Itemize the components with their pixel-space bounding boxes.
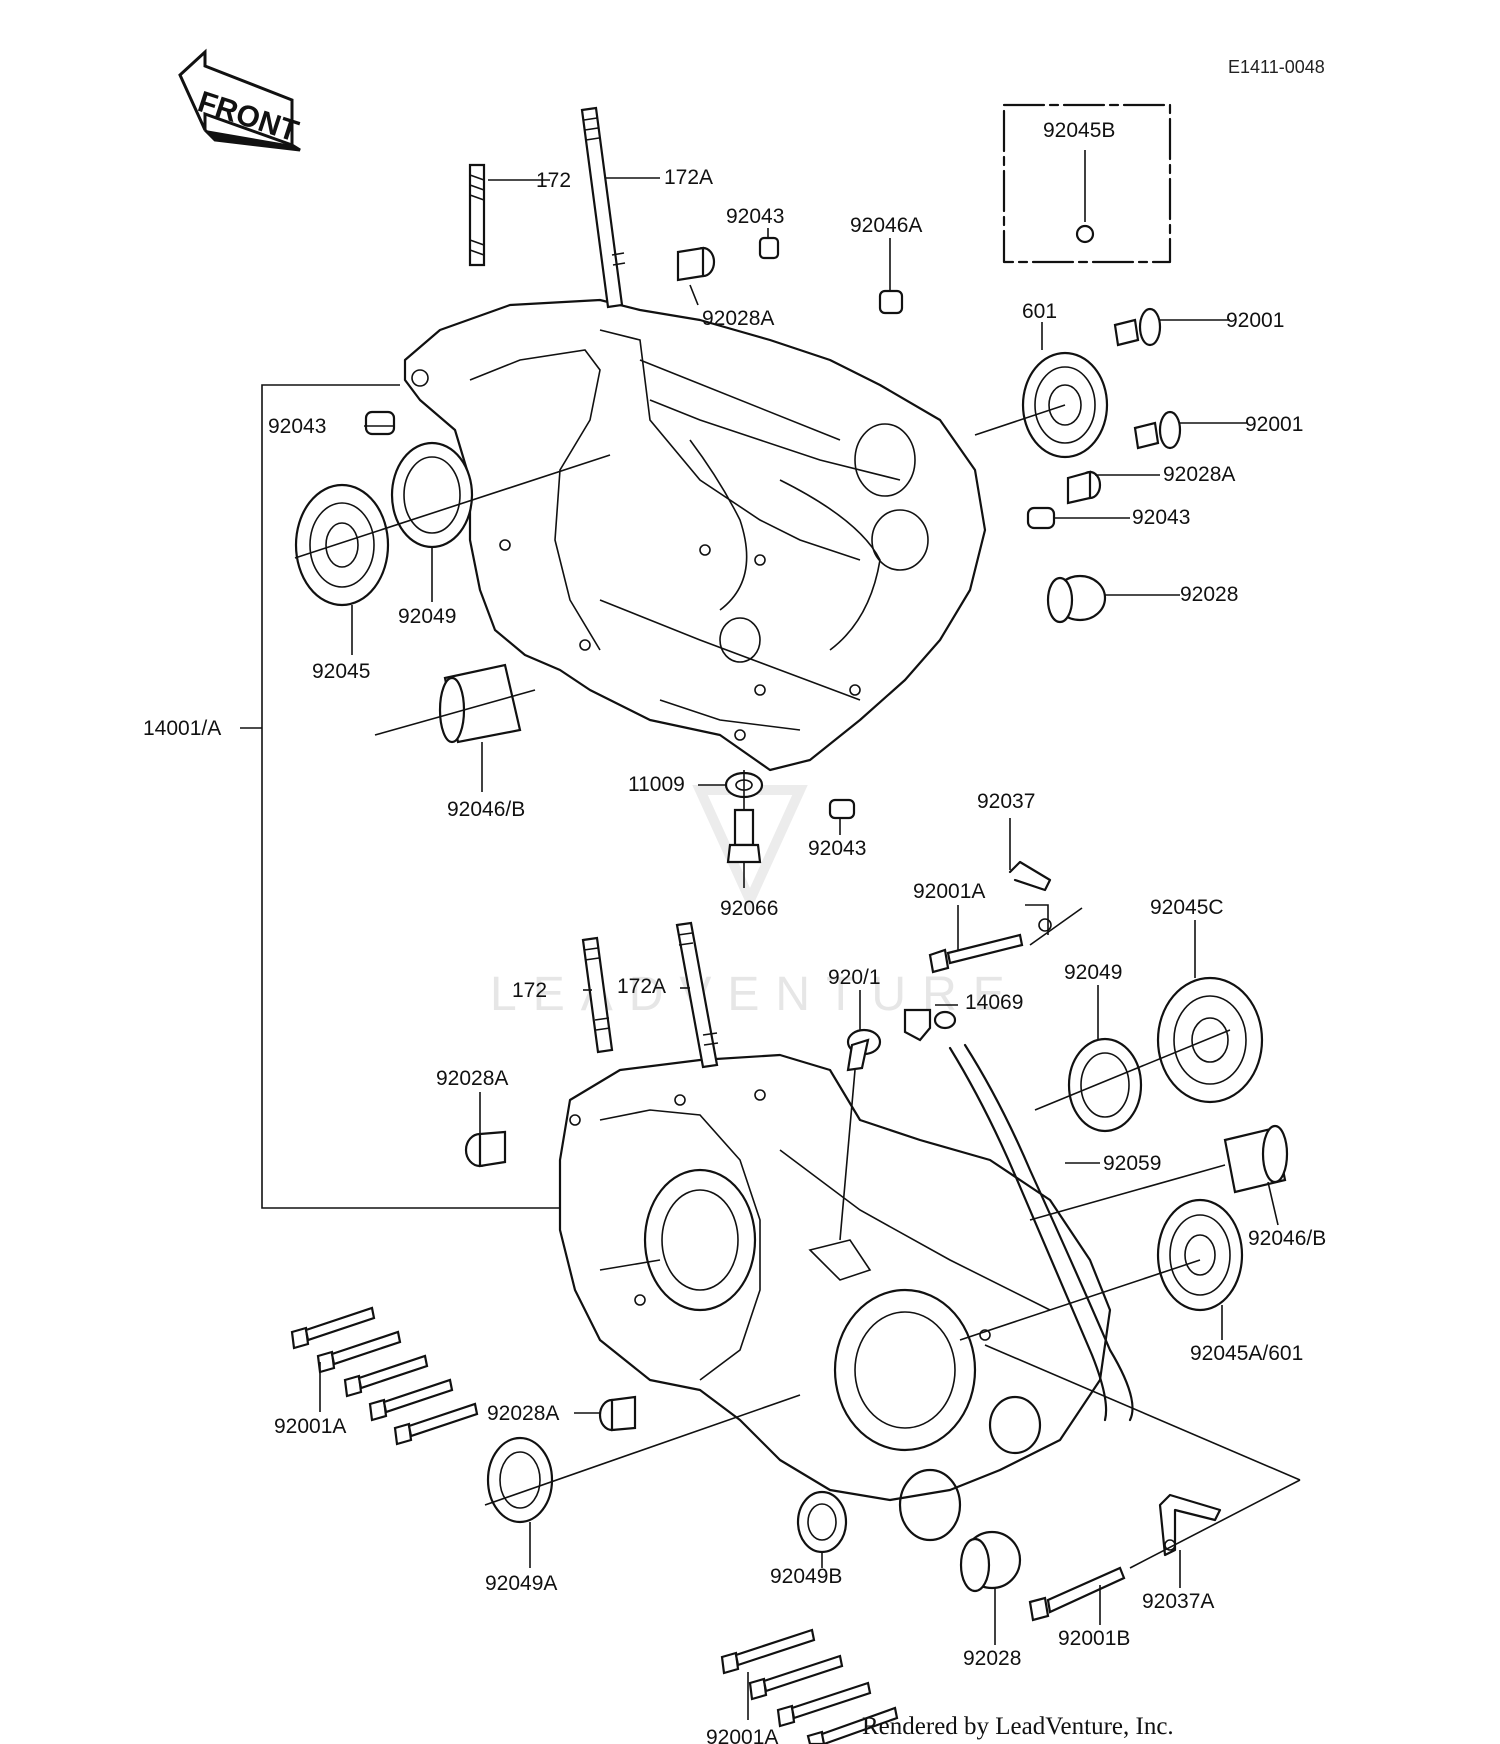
part-label: 92049 — [1064, 961, 1122, 984]
part-label: 172A — [617, 975, 666, 998]
clamp-92037 — [1008, 860, 1052, 935]
dowel-92043-left — [364, 410, 396, 436]
guide-line — [839, 1069, 856, 1241]
clamp-92037a — [1158, 1493, 1222, 1557]
part-label: 92028A — [702, 307, 774, 330]
part-label: 92059 — [1103, 1152, 1161, 1175]
part-label: 92049A — [485, 1572, 557, 1595]
bearing-601 — [974, 351, 1109, 459]
dowel-92043-right — [1026, 506, 1056, 530]
part-label: 92046A — [850, 214, 922, 237]
hose-92059 — [963, 1043, 1134, 1422]
oil-seal-92049b — [796, 1490, 848, 1554]
part-label: 172A — [664, 166, 713, 189]
drain-plug-92066 — [726, 770, 762, 864]
bushing-92028a-left — [464, 1130, 507, 1168]
bolt-92001-upper — [1113, 307, 1230, 347]
part-label: 920/1 — [828, 966, 881, 989]
bracket-14001a — [261, 384, 560, 1209]
collar-92028-right — [1046, 574, 1107, 624]
part-label: 92045 — [312, 660, 370, 683]
guide-line — [1129, 1479, 1301, 1569]
part-label: 92043 — [268, 415, 326, 438]
bushing-92028a-right — [1066, 470, 1102, 505]
diagram-code: E1411-0048 — [1228, 57, 1325, 77]
part-label: 14001/A — [143, 717, 221, 740]
needle-bearing-92046b-right — [1029, 1124, 1289, 1221]
elbow-fitting-14069 — [903, 1008, 957, 1042]
part-label: 92045B — [1043, 119, 1115, 142]
lower-crankcase-half — [558, 1053, 1112, 1542]
stud-172a-top — [580, 106, 626, 309]
bearing-92045 — [294, 454, 611, 607]
inset-box — [1002, 103, 1172, 264]
part-label: 92001A — [913, 880, 985, 903]
part-label: 92037 — [977, 790, 1035, 813]
part-label: 11009 — [628, 773, 685, 796]
part-label: 92046/B — [447, 798, 525, 821]
part-label: 92043 — [808, 837, 866, 860]
collar-92028-bottom — [959, 1530, 1022, 1593]
bushing-92028a-top — [676, 246, 716, 282]
part-label: 92028A — [487, 1402, 559, 1425]
needle-bearing-92046b-top — [374, 663, 536, 744]
oil-seal-92049-right — [1067, 1037, 1143, 1133]
part-label: 92045C — [1150, 896, 1224, 919]
part-label: 92043 — [726, 205, 784, 228]
bearing-92046a — [878, 289, 904, 315]
part-label: 92066 — [720, 897, 778, 920]
part-label: 92028A — [1163, 463, 1235, 486]
part-label: 92001 — [1245, 413, 1303, 436]
stud-172-bottom — [581, 936, 614, 1054]
part-label: 92028 — [1180, 583, 1238, 606]
bolt-92001a-mid — [928, 933, 1024, 974]
part-label: 601 — [1022, 300, 1057, 323]
fitting-92071 — [846, 1028, 882, 1072]
bolt-92001b — [1028, 1566, 1126, 1622]
guide-line — [984, 1344, 1301, 1481]
bearing-92045a601 — [959, 1198, 1244, 1341]
part-label: 92049B — [770, 1565, 842, 1588]
part-label: 92049 — [398, 605, 456, 628]
part-label: 92028 — [963, 1647, 1021, 1670]
bearing-92045c — [1034, 976, 1264, 1111]
dowel-92043-top — [758, 236, 780, 260]
dowel-92043-bottom — [828, 798, 856, 820]
part-label: 92001A — [706, 1726, 778, 1744]
oil-seal-92049-top — [390, 441, 474, 549]
leader-lines — [319, 177, 1279, 1720]
part-label: 172 — [536, 169, 571, 192]
credit-text: Rendered by LeadVenture, Inc. — [862, 1713, 1174, 1740]
part-label: 92001B — [1058, 1627, 1130, 1650]
oil-seal-92049a — [484, 1394, 801, 1524]
part-label: 92037A — [1142, 1590, 1214, 1613]
part-label: 92046/B — [1248, 1227, 1326, 1250]
part-label: 92043 — [1132, 506, 1190, 529]
hose-92059-edge — [948, 1046, 1108, 1422]
part-label: 92045A/601 — [1190, 1342, 1303, 1365]
part-label: 172 — [512, 979, 547, 1002]
upper-crankcase-half — [403, 298, 987, 772]
part-label: 14069 — [965, 991, 1023, 1014]
bolt-group-92001a-bottom — [720, 1628, 899, 1744]
guide-line — [1029, 907, 1083, 946]
part-label: 92028A — [436, 1067, 508, 1090]
part-label: 92001 — [1226, 309, 1284, 332]
bolt-92001-lower — [1133, 410, 1248, 450]
stud-172-top — [468, 163, 486, 267]
part-label: 92001A — [274, 1415, 346, 1438]
front-arrow-icon: FRONT — [178, 48, 302, 152]
bushing-92028a-low — [598, 1395, 637, 1432]
stud-172a-bottom — [675, 921, 719, 1069]
